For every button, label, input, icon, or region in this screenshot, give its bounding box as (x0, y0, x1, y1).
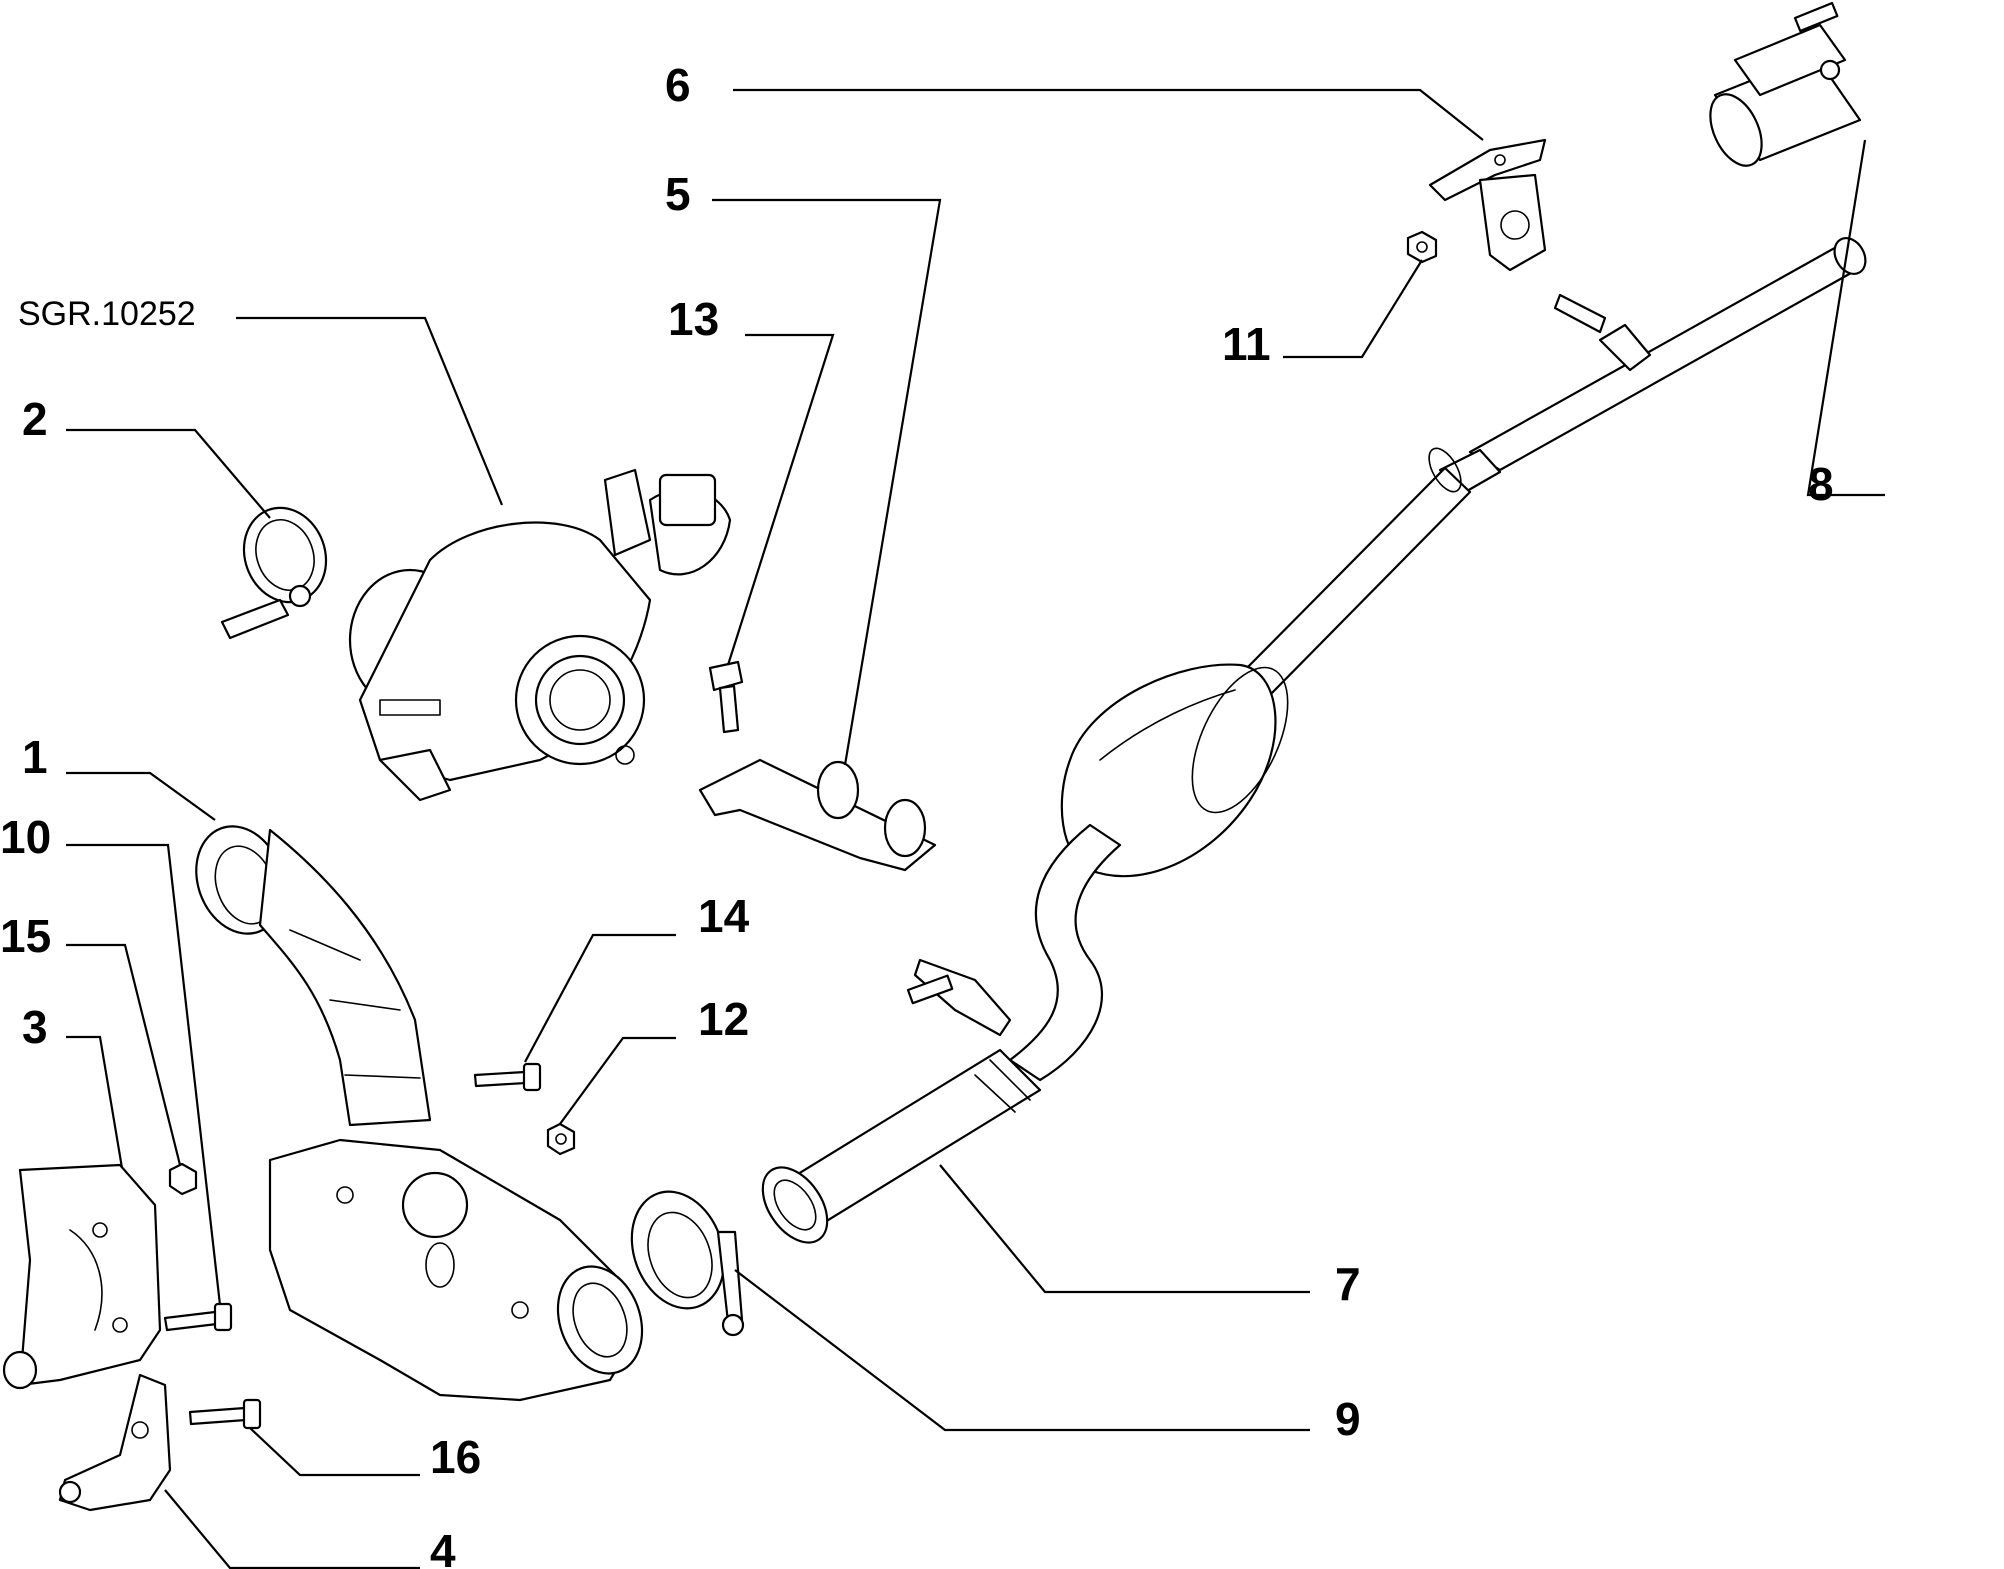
exhaust-pipe-assembly (761, 237, 1867, 1244)
callout-6: 6 (665, 59, 691, 111)
callout-10: 10 (0, 811, 51, 863)
callout-13: 13 (668, 293, 719, 345)
hex-nut-11 (1406, 230, 1438, 264)
leader-lines (66, 88, 1885, 1569)
callout-5: 5 (665, 168, 691, 220)
callout-15: 15 (0, 910, 51, 962)
bolt-16 (188, 1398, 262, 1430)
callout-11: 11 (1222, 318, 1271, 370)
callout-9: 9 (1335, 1393, 1361, 1445)
heat-shield (2, 1163, 162, 1390)
particulate-filter (268, 1138, 644, 1402)
support-bracket (698, 758, 937, 872)
intake-hose (195, 825, 432, 1127)
small-bracket (58, 1373, 172, 1512)
hose-clamp-2 (220, 506, 328, 640)
bolt-14 (473, 1062, 542, 1092)
hex-nut-12 (546, 1122, 576, 1156)
callout-2: 2 (22, 393, 48, 445)
gasket-clamp-9 (630, 1190, 745, 1337)
callout-8: 8 (1808, 458, 1834, 510)
callout-4: 4 (430, 1525, 456, 1569)
bolt-10 (163, 1302, 233, 1332)
callout-12: 12 (698, 993, 749, 1045)
callout-3: 3 (22, 1001, 48, 1053)
callout-7: 7 (1335, 1258, 1361, 1310)
reference-code: SGR.10252 (18, 295, 196, 333)
exhaust-hanger-bracket (1428, 138, 1547, 272)
callout-16: 16 (430, 1431, 481, 1483)
turbocharger (348, 468, 732, 802)
hex-nut-15 (168, 1162, 198, 1196)
callout-1: 1 (22, 731, 48, 783)
bolt-13 (708, 660, 744, 734)
pipe-clamp-sleeve (1709, 1, 1862, 167)
callout-14: 14 (698, 890, 750, 942)
